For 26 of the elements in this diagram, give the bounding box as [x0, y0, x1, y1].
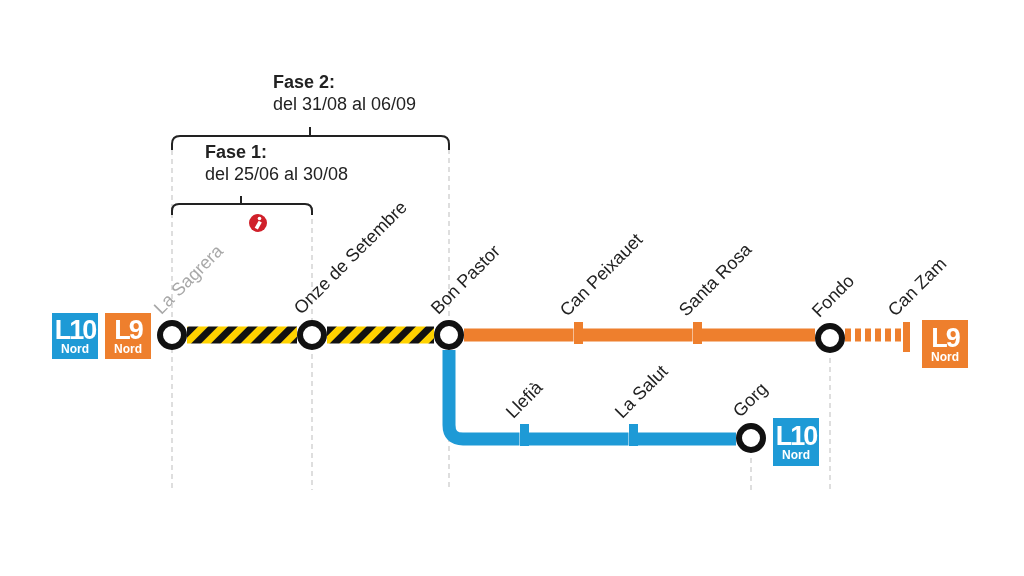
date-range: del 25/06 al 30/08 [205, 164, 349, 185]
line-badge [52, 313, 98, 359]
closed-track-segment [187, 326, 297, 344]
line-number: L9 [931, 324, 959, 351]
phase-title: Fase 1: [205, 142, 268, 163]
line-badge [773, 418, 819, 466]
line-name: Nord [114, 342, 142, 356]
line-name: Nord [931, 350, 959, 364]
track-line [637, 432, 736, 446]
line-number: L10 [775, 422, 817, 449]
phase-title: Fase 2: [273, 72, 336, 93]
line-name: Nord [782, 448, 810, 462]
track-line [582, 328, 693, 342]
line-number: L10 [54, 316, 96, 343]
date-range: del 31/08 al 06/09 [273, 94, 417, 115]
line-name: Nord [61, 342, 89, 356]
closed-track-segment [327, 326, 434, 344]
track-line [528, 432, 629, 446]
track-line [464, 328, 574, 342]
station-name: Can Zam [883, 253, 951, 320]
track-line [701, 328, 815, 342]
track-line [442, 350, 520, 446]
line-badge [105, 313, 151, 359]
track-line [845, 328, 903, 342]
line-number: L9 [114, 316, 142, 343]
line-badge [922, 320, 968, 368]
